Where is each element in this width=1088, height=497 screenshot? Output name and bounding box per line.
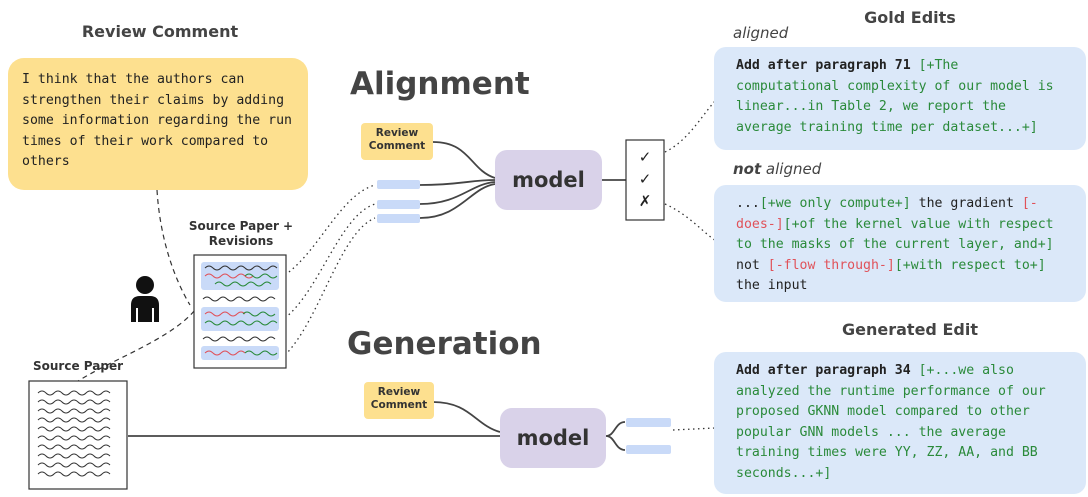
- check-to-aligned-dotted: [664, 97, 719, 153]
- generation-review-tag: Review Comment: [364, 382, 434, 419]
- alignment-strip-1: [377, 180, 420, 189]
- review-comment-heading: Review Comment: [81, 22, 239, 41]
- revisions-document-icon: [193, 254, 287, 369]
- source-paper-revisions-label: Source Paper + Revisions: [188, 219, 294, 248]
- not-aligned-edit-box: ...[+we only compute+] the gradient [-do…: [714, 185, 1086, 302]
- generated-edit-box: Add after paragraph 34 [+...we also anal…: [714, 352, 1086, 494]
- checkbox-panel: [625, 139, 665, 221]
- edit-text-segment: ...: [736, 196, 760, 211]
- alignment-review-tag: Review Comment: [361, 123, 433, 160]
- checkmark-icon: ✓: [638, 170, 652, 188]
- aligned-edit-insertion: [+The computational complexity of our mo…: [736, 58, 1062, 135]
- alignment-strip-2: [377, 200, 420, 209]
- generation-strip-1: [626, 418, 671, 427]
- not-aligned-not-word: not: [733, 160, 762, 178]
- strips-to-generated-dotted: [672, 427, 716, 431]
- edit-insertion-segment: [+we only compute+]: [759, 196, 911, 211]
- edit-text-segment: the gradient: [910, 196, 1022, 211]
- gold-edits-heading: Gold Edits: [864, 8, 956, 27]
- edit-text-segment: not: [736, 237, 1062, 273]
- paper-to-revisions-connector: [74, 309, 196, 384]
- generation-model-box: model: [500, 408, 606, 468]
- generated-edit-heading: Generated Edit: [842, 320, 978, 339]
- revision-dotted-3: [284, 217, 376, 356]
- generated-edit-prefix: Add after paragraph 34: [736, 363, 911, 378]
- alignment-title: Alignment: [350, 66, 530, 102]
- generation-title: Generation: [347, 326, 542, 362]
- review-comment-bubble: I think that the authors can strengthen …: [8, 58, 308, 190]
- align-strip3-to-model: [419, 183, 496, 219]
- alignment-strip-3: [377, 214, 420, 223]
- review-to-revisions-connector: [156, 189, 191, 306]
- checkmark-icon: ✓: [638, 148, 652, 166]
- edit-insertion-segment: [+with respect to+]: [894, 257, 1046, 273]
- revision-dotted-1: [284, 184, 376, 276]
- edit-text-segment: the input: [736, 257, 1054, 293]
- revision-dotted-2: [284, 203, 376, 319]
- cross-to-notaligned-dotted: [664, 203, 719, 243]
- edit-deletion-segment: [-flow through-]: [767, 257, 895, 273]
- aligned-label: aligned: [733, 24, 789, 42]
- source-paper-document-icon: [28, 380, 128, 490]
- edit-insertion-segment: [+of the kernel value with respect to th…: [736, 216, 1062, 253]
- edit-deletion-segment: [-does-]: [736, 196, 1038, 232]
- not-aligned-label: not aligned: [733, 160, 821, 178]
- align-strip2-to-model: [419, 181, 496, 205]
- not-aligned-rest: aligned: [761, 160, 822, 178]
- gen-review-to-model: [432, 401, 501, 433]
- aligned-edit-prefix: Add after paragraph 71: [736, 58, 911, 73]
- alignment-model-box: model: [495, 150, 602, 210]
- aligned-edit-box: Add after paragraph 71 [+The computation…: [714, 47, 1086, 150]
- cross-icon: ✗: [638, 192, 652, 210]
- gen-model-to-strips: [605, 421, 626, 451]
- align-strip1-to-model: [419, 179, 496, 186]
- generation-strip-2: [626, 445, 671, 454]
- generated-edit-insertion: [+...we also analyzed the runtime perfor…: [736, 363, 1054, 481]
- align-review-to-model: [432, 141, 496, 179]
- source-paper-label: Source Paper: [33, 359, 123, 373]
- person-icon: [131, 276, 159, 322]
